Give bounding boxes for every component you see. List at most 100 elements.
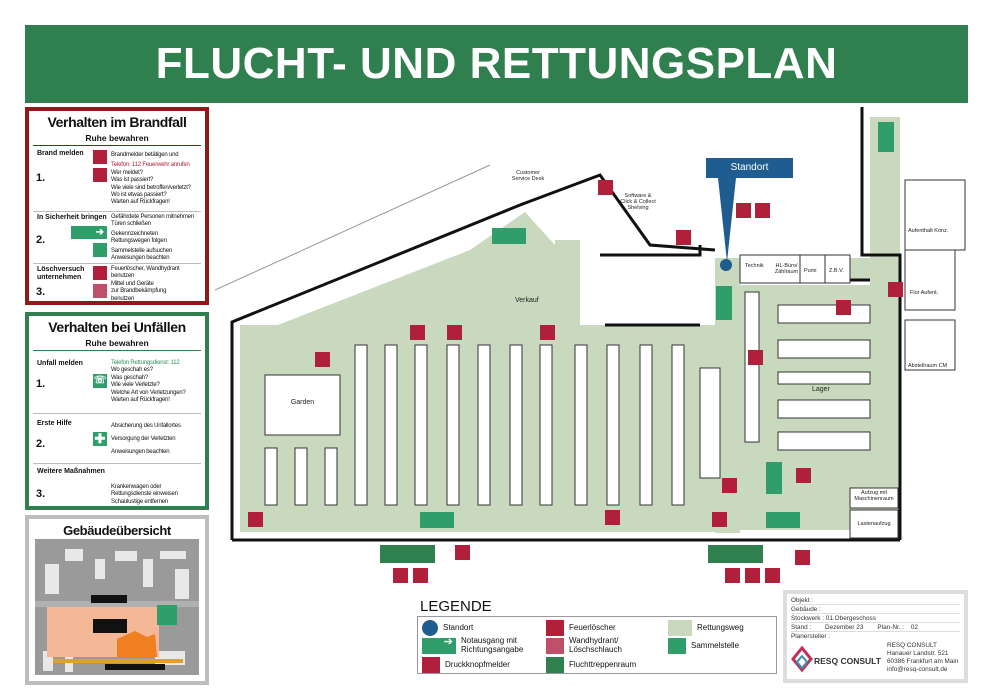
fire-safety-icon bbox=[725, 568, 740, 583]
label-pumi: Pumi bbox=[804, 268, 817, 274]
fire-safety-icon bbox=[736, 203, 751, 218]
fire-safety-icon bbox=[455, 545, 470, 560]
shelf bbox=[639, 344, 653, 506]
shelf bbox=[414, 344, 428, 506]
fire-safety-icon bbox=[676, 230, 691, 245]
shelves bbox=[264, 344, 721, 506]
info-stockwerk: Stockwerk : 01.Obergeschoss bbox=[791, 614, 960, 623]
building-overview-panel: Gebäudeübersicht bbox=[25, 515, 209, 685]
legend-sammelstelle: Sammelstelle bbox=[668, 638, 739, 654]
section-label: In Sicherheit bringen bbox=[37, 214, 107, 221]
section-label: Löschversuch unternehmen bbox=[37, 266, 85, 281]
label-aufenthalt: Aufenthalt Konz. bbox=[908, 228, 949, 234]
divider bbox=[33, 413, 201, 414]
label-software: Software & Click & Collect Shelving bbox=[620, 193, 656, 212]
legend-rettungsweg: Rettungsweg bbox=[668, 620, 744, 636]
divider bbox=[33, 350, 201, 351]
fire-safety-icon bbox=[413, 568, 428, 583]
shelf bbox=[294, 447, 308, 506]
panel-subtitle: Ruhe bewahren bbox=[85, 338, 149, 348]
site-overview-map bbox=[35, 539, 199, 675]
shelf bbox=[539, 344, 553, 506]
exit-arrow-icon: ➔ bbox=[422, 636, 456, 654]
standort-label: Standort bbox=[730, 162, 769, 173]
fire-safety-icon bbox=[712, 512, 727, 527]
section-label: Unfall melden bbox=[37, 360, 83, 367]
shelf bbox=[671, 344, 685, 506]
exit-sign-icon bbox=[878, 122, 894, 152]
section-number: 2. bbox=[36, 234, 46, 246]
standort-marker bbox=[706, 158, 793, 271]
legend-title: LEGENDE bbox=[420, 598, 492, 615]
info-objekt: Objekt : bbox=[791, 596, 960, 605]
accident-behavior-panel: Verhalten bei Unfällen Ruhe bewahren Unf… bbox=[25, 312, 209, 510]
legend-standort: Standort bbox=[422, 620, 473, 636]
label-customer-service: Customer Service Desk bbox=[511, 170, 545, 183]
label-flur: Flur Aufent. bbox=[910, 290, 939, 296]
exit-sign-icon bbox=[766, 462, 782, 494]
shelf bbox=[699, 367, 721, 479]
fire-safety-icon bbox=[765, 568, 780, 583]
fire-extinguisher-icon bbox=[93, 266, 107, 280]
label-hl-buero: HL-Büro/ Zählraum bbox=[774, 263, 799, 276]
garden-area bbox=[264, 374, 341, 436]
assembly-point-icon bbox=[668, 638, 686, 654]
shelf bbox=[446, 344, 460, 506]
section-number: 1. bbox=[36, 172, 46, 184]
label-zbv: Z.B.V. bbox=[829, 268, 844, 274]
section-number: 2. bbox=[36, 438, 46, 450]
fire-behavior-panel: Verhalten im Brandfall Ruhe bewahren Bra… bbox=[25, 107, 209, 305]
divider bbox=[33, 145, 201, 146]
fire-safety-icon bbox=[745, 568, 760, 583]
label-aufzug: Aufzug mit Maschinenraum bbox=[854, 490, 894, 503]
divider bbox=[33, 463, 201, 464]
fire-safety-icon bbox=[248, 512, 263, 527]
shelf bbox=[574, 344, 588, 506]
safety-icons bbox=[248, 122, 903, 583]
legend-fluchttreppe: Fluchttreppenraum bbox=[546, 657, 636, 673]
section-number: 3. bbox=[36, 286, 46, 298]
fire-extinguisher-icon bbox=[546, 620, 564, 636]
legend-wandhydrant: Wandhydrant/ Löschschlauch bbox=[546, 636, 639, 654]
legend-notausgang: ➔Notausgang mit Richtungsangabe bbox=[422, 636, 536, 654]
fire-phone-icon bbox=[93, 168, 107, 182]
roof-line bbox=[215, 164, 491, 291]
fire-safety-icon bbox=[796, 468, 811, 483]
fire-safety-icon bbox=[447, 325, 462, 340]
panel-title: Verhalten bei Unfällen bbox=[48, 319, 186, 335]
resq-logo-text: RESQ CONSULT bbox=[814, 656, 881, 666]
section-label: Weitere Maßnahmen bbox=[37, 468, 105, 475]
section-label: Brand melden bbox=[37, 150, 84, 157]
emergency-phone-icon: ☏ bbox=[93, 374, 107, 388]
shelf bbox=[354, 344, 368, 506]
info-gebaeude: Gebäude : bbox=[791, 605, 960, 614]
section-report-fire: Brand melden 1. Brandmelder betätigen un… bbox=[33, 150, 201, 210]
resq-logo-icon bbox=[791, 646, 813, 673]
plan-title: FLUCHT- UND RETTUNGSPLAN bbox=[25, 25, 968, 103]
first-aid-icon: ✚ bbox=[93, 431, 107, 446]
label-lager: Lager bbox=[812, 386, 830, 393]
fire-safety-icon bbox=[315, 352, 330, 367]
exit-sign-icon bbox=[716, 286, 732, 320]
label-technik: Technik bbox=[745, 263, 764, 269]
fire-safety-icon bbox=[748, 350, 763, 365]
divider bbox=[33, 263, 201, 264]
escape-stair-right bbox=[708, 545, 763, 563]
fire-safety-icon bbox=[393, 568, 408, 583]
wall-hydrant-icon bbox=[546, 637, 564, 654]
fire-safety-icon bbox=[795, 550, 810, 565]
legend-druckknopf: Druckknopfmelder bbox=[422, 657, 510, 673]
fire-alarm-icon bbox=[93, 150, 107, 164]
fire-safety-icon bbox=[540, 325, 555, 340]
section-get-safe: In Sicherheit bringen 2. ➔ Gefährdete Pe… bbox=[33, 214, 201, 262]
plan-info-block: Objekt : Gebäude : Stockwerk : 01.Oberge… bbox=[783, 590, 968, 683]
fire-safety-icon bbox=[888, 282, 903, 297]
section-number: 3. bbox=[36, 488, 46, 500]
shelf bbox=[264, 447, 278, 506]
fire-safety-icon bbox=[598, 180, 613, 195]
label-abstell: Abstellraum CM bbox=[908, 363, 948, 369]
